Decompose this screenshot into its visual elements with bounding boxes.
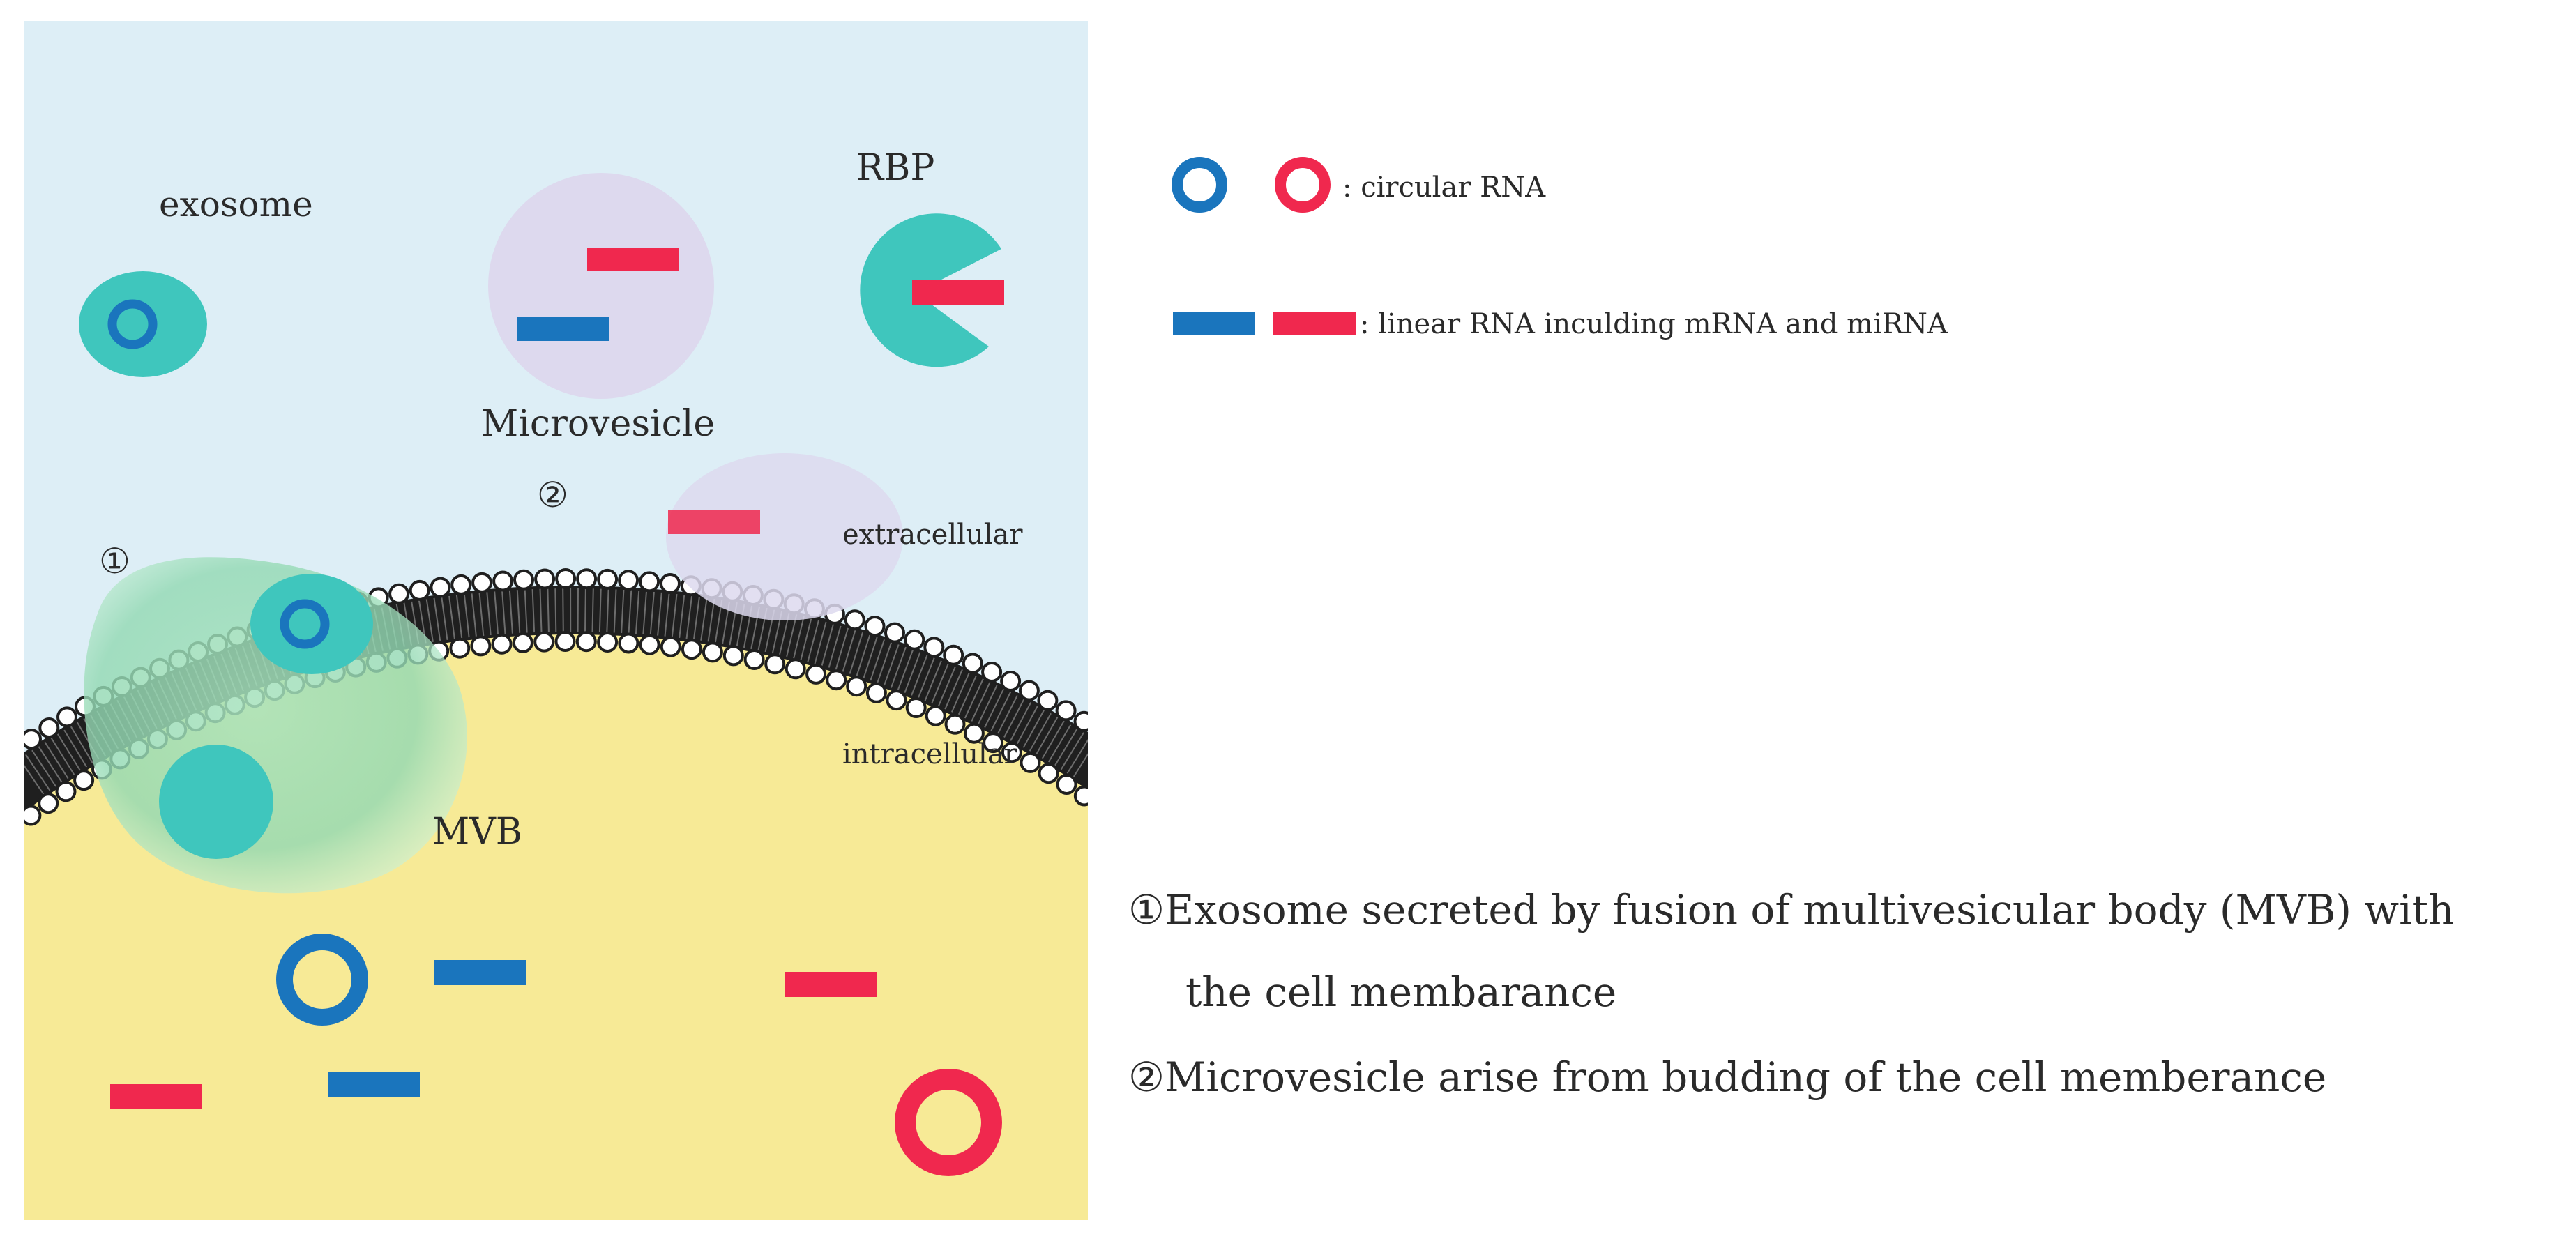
legend-linear-rna-blue: [1173, 312, 1255, 335]
linear-rna-blue-in-microvesicle: [517, 317, 609, 341]
multivesicular-body: [84, 557, 467, 894]
circular-rna-blue-in-free-exosome: [107, 299, 158, 349]
rbp-label: RBP: [856, 147, 934, 189]
linear-rna-red-in-microvesicle: [587, 248, 679, 271]
legend-linear-rna-red: [1273, 312, 1356, 335]
exosome-label: exosome: [159, 184, 313, 224]
rbp-protein: [860, 213, 1004, 367]
note-1-line-2: the cell membarance: [1185, 968, 1616, 1016]
circular-rna-blue-cytoplasm: [276, 934, 368, 1026]
pathway-2-marker: ②: [537, 475, 568, 515]
linear-rna-red-bud: [668, 510, 760, 534]
note-1-line-1: ①Exosome secreted by fusion of multivesi…: [1128, 886, 2454, 934]
mvb-label: MVB: [432, 811, 522, 853]
circular-rna-blue-in-exosome: [280, 599, 330, 649]
legend-circular-rna-text: : circular RNA: [1342, 172, 1546, 204]
exosome-in-mvb-lower: [159, 745, 273, 859]
legend-circular-rna-blue: [1172, 157, 1227, 213]
note-2: ②Microvesicle arise from budding of the …: [1128, 1053, 2326, 1101]
rbp-shape: [860, 213, 1001, 367]
linear-rna-blue-cytoplasm-2: [328, 1072, 420, 1097]
extracellular-label: extracellular: [842, 519, 1023, 551]
microvesicle-label: Microvesicle: [481, 403, 715, 445]
legend: : circular RNA : linear RNA inculding mR…: [1172, 157, 1948, 340]
intracellular-label: intracellular: [842, 738, 1018, 770]
linear-rna-red-cytoplasm-1: [785, 972, 877, 997]
diagram-panel: exosome RBP Microvesicle ② ① extracellul…: [24, 21, 1088, 1220]
pathway-notes: ①Exosome secreted by fusion of multivesi…: [1128, 886, 2454, 1101]
linear-rna-blue-cytoplasm-1: [434, 960, 526, 985]
legend-circular-rna-red: [1275, 157, 1331, 213]
microvesicle: [488, 173, 714, 399]
budding-microvesicle: [666, 453, 903, 620]
linear-rna-red-bound-to-rbp: [912, 280, 1004, 305]
free-exosome: [79, 271, 207, 377]
exosome-released: [250, 574, 373, 674]
legend-linear-rna-text: : linear RNA inculding mRNA and miRNA: [1360, 308, 1948, 340]
circular-rna-red-cytoplasm: [895, 1069, 1002, 1176]
linear-rna-red-cytoplasm-2: [110, 1084, 202, 1109]
pathway-1-marker: ①: [99, 541, 130, 581]
